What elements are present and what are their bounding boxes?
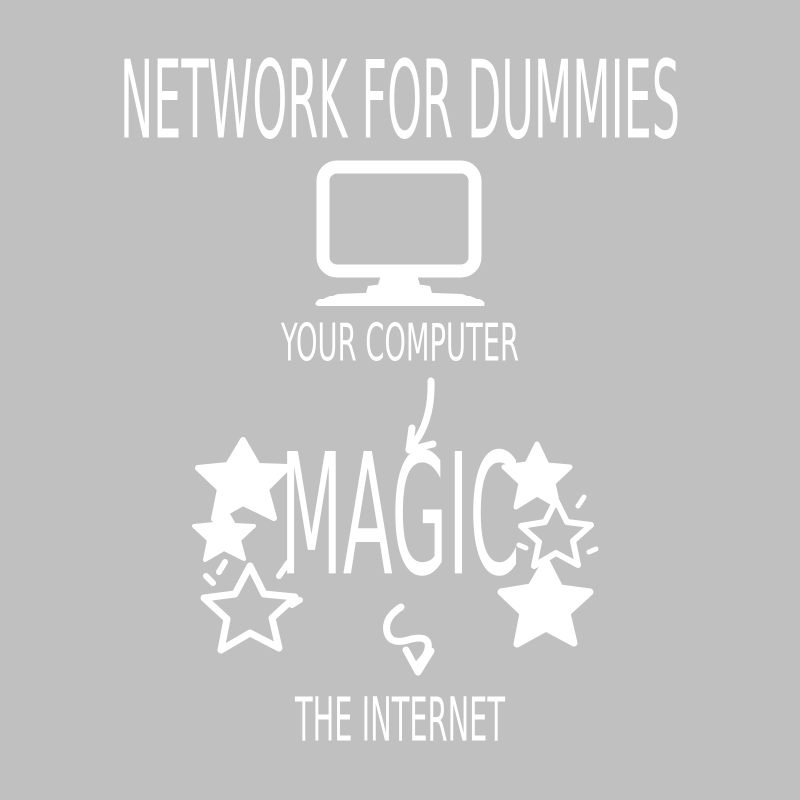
monitor-neck-flare [366, 283, 432, 293]
sparkle-dash [289, 597, 303, 608]
star-outline-right-middle [516, 489, 599, 569]
sparkle-dash [276, 560, 291, 579]
star-outline-left-bottom [200, 559, 303, 654]
star-filled-right-upper [501, 441, 573, 510]
monitor-base-shape [316, 292, 484, 306]
node-label-the-internet: THE INTERNET [294, 684, 505, 755]
node-label-magic: MAGIC [280, 417, 520, 613]
node-label-your-computer: YOUR COMPUTER [280, 313, 519, 373]
sparkle-dash [586, 546, 599, 555]
arrow-bottom-head [402, 646, 435, 676]
sparkle-dash [516, 542, 529, 551]
star-filled-left-upper [195, 437, 291, 522]
star-filled-left-lower [192, 505, 256, 562]
monitor-bezel [316, 160, 482, 278]
sparkle-dash [216, 559, 228, 575]
arrow-top-head [405, 424, 437, 454]
sparkle-dash [546, 489, 554, 504]
star-filled-right-bottom [497, 557, 594, 648]
arrow-bottom-shaft [383, 603, 432, 667]
sparkle-dash [203, 573, 216, 586]
sparkle-dash [575, 494, 587, 509]
page-title: NETWORK FOR DUMMIES [120, 39, 680, 165]
